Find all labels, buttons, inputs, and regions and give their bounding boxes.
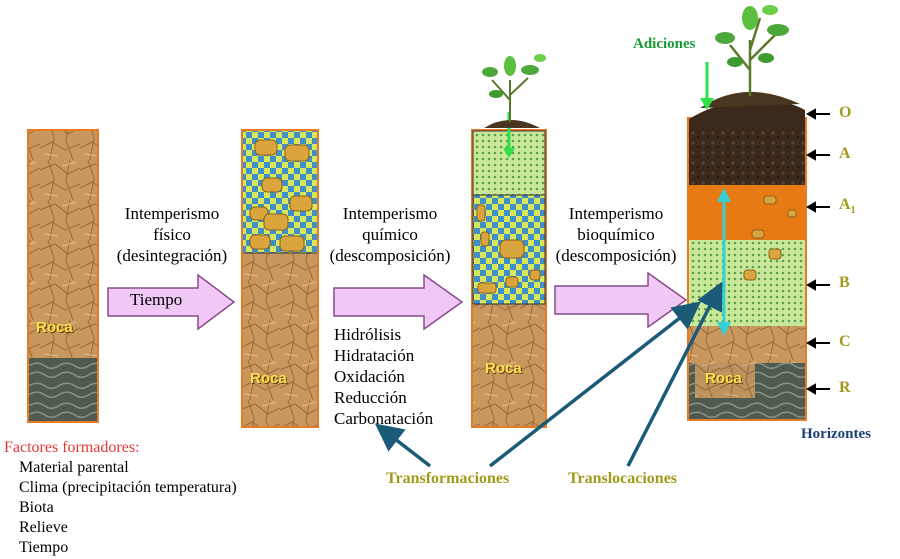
soil-forming-factors: Factores formadores: Material parental C… — [4, 438, 237, 558]
list-item: Relieve — [19, 519, 68, 536]
process-arrow-2 — [333, 273, 464, 331]
rock-label: Roca — [36, 319, 73, 336]
process-line: Intemperismo — [124, 204, 220, 223]
horizons-label: Horizontes — [801, 426, 871, 442]
horizon-a: A — [839, 145, 851, 162]
plant-icon — [700, 5, 800, 108]
horizon-letter: A — [839, 196, 851, 213]
process-line: Intemperismo — [342, 204, 438, 223]
process-line: (descomposición) — [555, 246, 677, 265]
column-3-chemical-weathering — [471, 112, 547, 428]
list-item: Carbonatación — [334, 409, 434, 428]
horizon-b: B — [839, 274, 850, 291]
list-item: Hidrólisis — [334, 325, 402, 344]
process-label-biochemical: Intemperismo bioquímico (descomposición) — [546, 203, 686, 266]
process-label-physical: Intemperismo físico (desintegración) — [102, 203, 242, 266]
additions-arrow — [700, 62, 714, 110]
rock-label: Roca — [250, 370, 287, 387]
transformations-label: Transformaciones — [386, 470, 510, 487]
process-line: bioquímico — [577, 225, 655, 244]
plant-icon — [482, 54, 546, 128]
process-line: químico — [362, 225, 418, 244]
process-label-chemical: Intemperismo químico (descomposición) — [320, 203, 460, 266]
horizon-c: C — [839, 333, 851, 350]
list-item: Clima (precipitación temperatura) — [19, 479, 237, 496]
process-line: (desintegración) — [116, 246, 228, 265]
process-arrow-3 — [554, 271, 688, 329]
translocations-arrow — [626, 281, 723, 467]
process-line: Intemperismo — [568, 204, 664, 223]
process-line: (descomposición) — [329, 246, 451, 265]
horizon-r: R — [839, 379, 851, 396]
horizon-o: O — [839, 104, 852, 121]
list-item: Tiempo — [19, 539, 69, 556]
rock-label: Roca — [705, 370, 742, 387]
column-2-physical-weathering — [241, 129, 319, 428]
list-item: Biota — [19, 499, 54, 516]
additions-label: Adiciones — [633, 36, 696, 52]
chemical-process-list: Hidrólisis Hidratación Oxidación Reducci… — [334, 324, 433, 429]
transformations-arrows — [374, 301, 702, 468]
process-line: físico — [153, 225, 191, 244]
list-item: Hidratación — [334, 346, 415, 365]
factors-title: Factores formadores: — [4, 439, 140, 456]
list-item: Reducción — [334, 388, 407, 407]
time-label: Tiempo — [130, 290, 183, 309]
column-1-parent-rock — [27, 129, 99, 423]
time-arrow — [107, 273, 236, 331]
translocations-label: Translocaciones — [568, 470, 678, 487]
horizon-subscript: 1 — [850, 205, 856, 217]
rock-label: Roca — [485, 360, 522, 377]
list-item: Material parental — [19, 459, 129, 476]
horizon-markers — [805, 108, 830, 395]
list-item: Oxidación — [334, 367, 405, 386]
horizon-a1: A1 — [839, 196, 856, 216]
